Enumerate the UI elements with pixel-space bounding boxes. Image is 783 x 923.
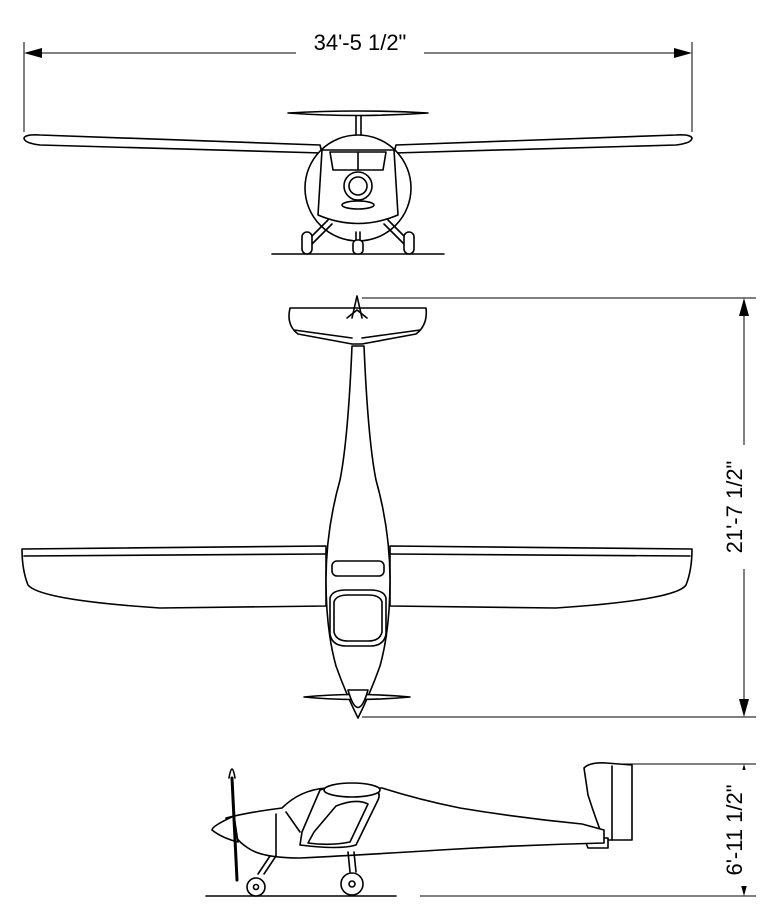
length-dimension: 21'-7 1/2" <box>362 297 756 718</box>
height-dimension: 6'-11 1/2" <box>420 763 756 897</box>
side-view <box>205 762 633 897</box>
top-view <box>21 295 693 719</box>
front-view <box>23 110 693 255</box>
wingspan-label: 34'-5 1/2" <box>314 30 407 55</box>
wingspan-dimension: 34'-5 1/2" <box>23 30 693 132</box>
height-label: 6'-11 1/2" <box>722 784 747 875</box>
length-label: 21'-7 1/2" <box>722 461 747 554</box>
